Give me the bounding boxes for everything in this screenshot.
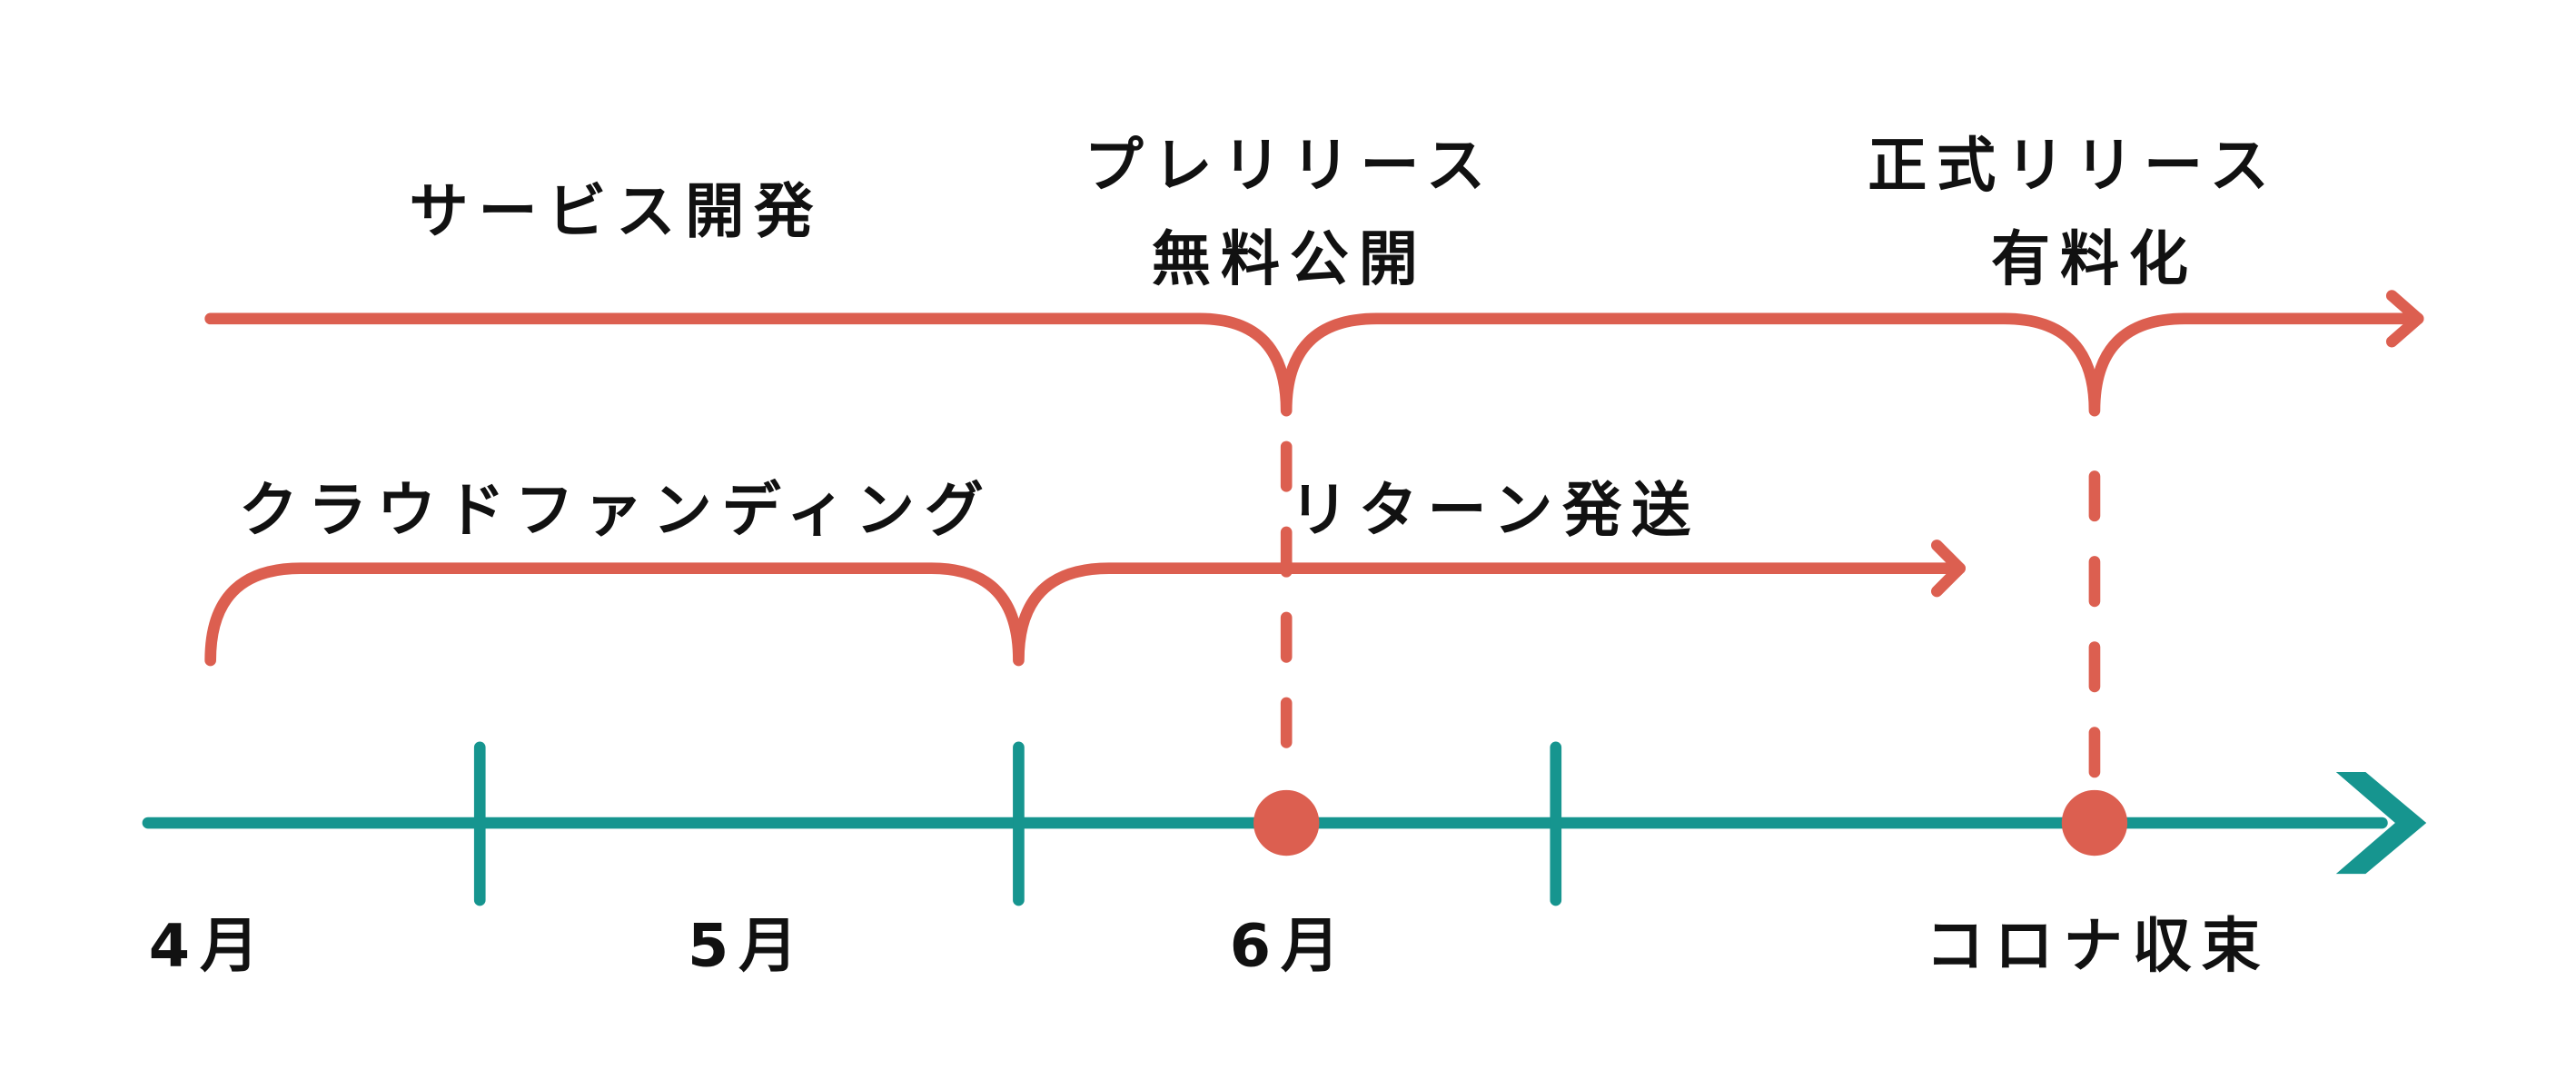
lower-track-arrowhead-icon bbox=[1931, 540, 1966, 598]
label-pre-release: プレリリース bbox=[1085, 132, 1495, 200]
label-free-public: 無料公開 bbox=[1152, 225, 1428, 293]
month-label-june: 6月 bbox=[1230, 912, 1350, 980]
month-label-april: 4月 bbox=[149, 912, 269, 980]
month-label-may: 5月 bbox=[688, 912, 807, 980]
service-release-track bbox=[204, 312, 2424, 417]
milestone-label-corona-end: コロナ収束 bbox=[1926, 912, 2271, 980]
label-service-dev: サービス開発 bbox=[410, 178, 824, 246]
label-paid: 有料化 bbox=[1991, 225, 2198, 293]
crowdfunding-track bbox=[204, 562, 1966, 667]
axis-arrowhead-icon bbox=[2335, 771, 2427, 875]
top-track-arrowhead-icon bbox=[2385, 290, 2424, 348]
label-crowdfunding: クラウドファンディング bbox=[239, 477, 994, 545]
label-official-release: 正式リリース bbox=[1868, 132, 2278, 200]
corona-end-milestone-dot bbox=[2061, 789, 2128, 856]
label-return-shipping: リターン発送 bbox=[1290, 477, 1700, 545]
pre-release-milestone-dot bbox=[1253, 789, 1320, 856]
